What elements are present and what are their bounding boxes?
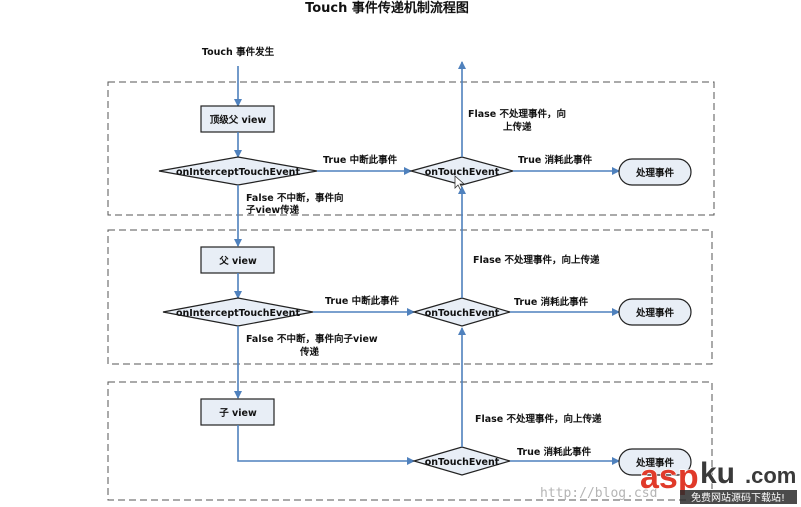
parent-view-label: 父 view xyxy=(218,256,257,267)
watermark-brand-suffix: .com xyxy=(745,463,796,488)
s2-false-label-line1: False 不中断，事件向子view xyxy=(246,333,378,345)
watermark-logo: asp ku .com 免费网站源码下载站! xyxy=(639,457,797,504)
s2-up-label: Flase 不处理事件，向上传递 xyxy=(473,254,600,266)
s3-handle-label: 处理事件 xyxy=(635,457,675,469)
diagram-title: Touch 事件传递机制流程图 xyxy=(305,0,469,16)
s1-up-label-line1: Flase 不处理事件，向 xyxy=(468,108,566,120)
section-top-parent-container xyxy=(107,81,715,216)
s2-false-label-line2: 传递 xyxy=(299,346,320,358)
s3-handle-terminal xyxy=(618,448,692,476)
s1-consume-label: True 消耗此事件 xyxy=(518,154,593,166)
s1-ontouch-label: onTouchEvent xyxy=(425,167,500,178)
s1-false-label-line2: 子view传递 xyxy=(246,204,300,216)
s2-consume-label: True 消耗此事件 xyxy=(514,296,589,308)
section-child-container xyxy=(107,381,713,501)
s1-intercept-label: onInterceptTouchEvent xyxy=(176,167,300,178)
s3-view-to-ontouch-arrow xyxy=(237,425,415,465)
s1-false-label-line1: False 不中断，事件向 xyxy=(246,192,344,204)
start-label: Touch 事件发生 xyxy=(202,46,275,58)
watermark-url: http://blog.csd xyxy=(540,486,657,501)
watermark-tagline: 免费网站源码下载站! xyxy=(691,491,785,504)
s2-handle-terminal xyxy=(618,298,692,326)
s2-handle-label: 处理事件 xyxy=(635,307,675,319)
child-view-box xyxy=(200,398,275,426)
s1-handle-terminal xyxy=(618,158,692,186)
top-parent-view-label: 顶级父 view xyxy=(210,114,267,126)
s3-consume-label: True 消耗此事件 xyxy=(517,446,592,458)
watermark-tagline-bar xyxy=(680,490,797,504)
s1-handle-label: 处理事件 xyxy=(635,167,675,179)
s1-true-label: True 中断此事件 xyxy=(323,154,398,166)
child-view-label: 子 view xyxy=(219,408,257,419)
s2-true-label: True 中断此事件 xyxy=(325,295,400,307)
s3-up-label: Flase 不处理事件，向上传递 xyxy=(475,413,602,425)
s1-up-label-line2: 上传递 xyxy=(503,121,532,133)
s3-ontouch-label: onTouchEvent xyxy=(425,457,500,468)
watermark-brand-ku: ku xyxy=(700,457,735,490)
s2-intercept-label: onInterceptTouchEvent xyxy=(176,308,300,319)
section-parent-container xyxy=(107,229,713,365)
s2-ontouch-label: onTouchEvent xyxy=(425,308,500,319)
